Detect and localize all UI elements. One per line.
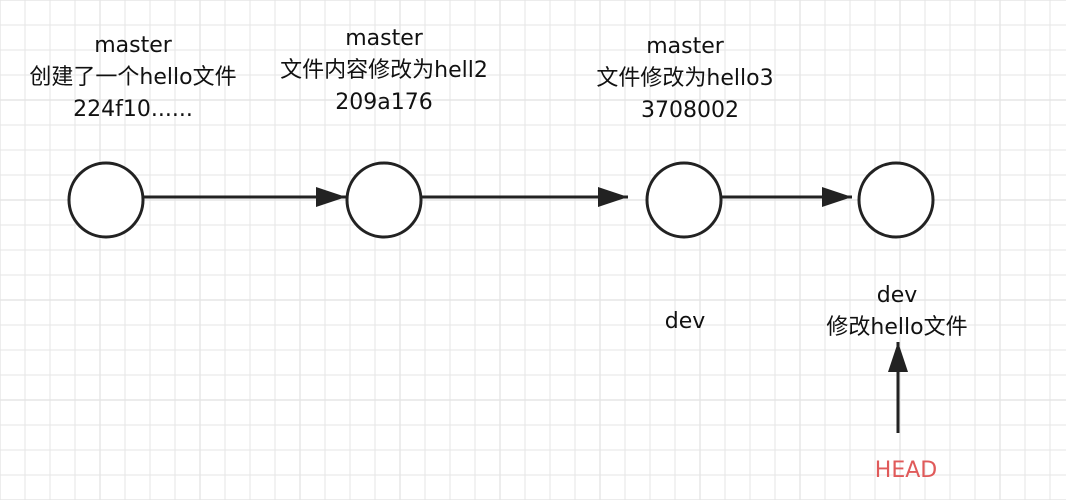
head-label: HEAD bbox=[875, 458, 937, 483]
commit-3-branch: master bbox=[646, 34, 725, 59]
commit-2-message: 文件内容修改为hell2 bbox=[280, 58, 488, 83]
commit-1-hash: 224f10...... bbox=[73, 97, 193, 122]
commit-node-1 bbox=[67, 161, 145, 239]
commit-node-2 bbox=[345, 161, 423, 239]
commit-1-message: 创建了一个hello文件 bbox=[29, 65, 236, 90]
dev-branch-label: dev bbox=[665, 309, 706, 334]
commit-2-branch: master bbox=[345, 26, 424, 51]
commit-3-message: 文件修改为hello3 bbox=[596, 66, 773, 91]
commit-node-4 bbox=[857, 161, 935, 239]
commit-4-message: 修改hello文件 bbox=[826, 315, 967, 340]
commit-node-3 bbox=[645, 161, 723, 239]
commit-2-hash: 209a176 bbox=[335, 90, 432, 115]
commit-1-branch: master bbox=[94, 33, 173, 58]
commit-3-hash: 3708002 bbox=[641, 98, 739, 123]
commit-4-branch: dev bbox=[877, 283, 918, 308]
